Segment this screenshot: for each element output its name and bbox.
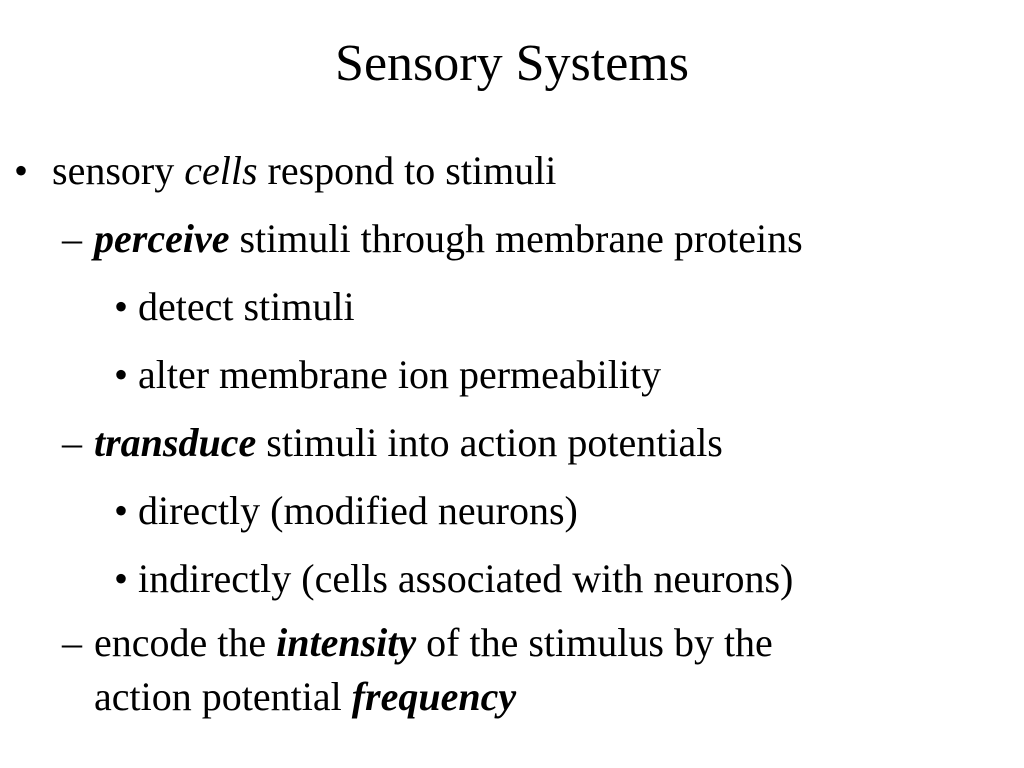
detail-alter-permeability: •alter membrane ion permeability [114, 352, 661, 398]
bullet-marker: • [14, 148, 29, 193]
emphasis-transduce: transduce [94, 420, 257, 465]
bullet-marker: • [114, 556, 129, 601]
subpoint-text: encode the [94, 620, 277, 665]
dash-marker: – [62, 216, 82, 261]
bullet-marker: • [114, 284, 129, 329]
detail-text: indirectly (cells associated with neuron… [138, 556, 794, 601]
subpoint-transduce: –transduce stimuli into action potential… [62, 420, 723, 466]
emphasis-frequency: frequency [351, 674, 517, 719]
bullet-text: sensory [52, 148, 185, 193]
detail-text: directly (modified neurons) [138, 488, 578, 533]
detail-text: alter membrane ion permeability [138, 352, 662, 397]
bullet-marker: • [114, 488, 129, 533]
dash-marker: – [62, 620, 82, 665]
subpoint-encode: –encode the intensity of the stimulus by… [62, 620, 773, 666]
slide-title: Sensory Systems [335, 35, 689, 92]
detail-detect-stimuli: •detect stimuli [114, 284, 355, 330]
subpoint-text: stimuli through membrane proteins [229, 216, 803, 261]
bullet-marker: • [114, 352, 129, 397]
subpoint-text: of the stimulus by the [416, 620, 773, 665]
emphasis-intensity: intensity [276, 620, 417, 665]
dash-marker: – [62, 420, 82, 465]
subpoint-perceive: –perceive stimuli through membrane prote… [62, 216, 803, 262]
bullet-sensory-cells: • sensory cells respond to stimuli [14, 148, 556, 194]
emphasis-cells: cells [184, 148, 258, 193]
subpoint-text: action potential [94, 674, 352, 719]
emphasis-perceive: perceive [94, 216, 230, 261]
subpoint-text: stimuli into action potentials [256, 420, 723, 465]
detail-text: detect stimuli [138, 284, 355, 329]
bullet-text: respond to stimuli [257, 148, 557, 193]
subpoint-encode-continuation: action potential frequency [94, 674, 516, 720]
detail-directly: •directly (modified neurons) [114, 488, 578, 534]
detail-indirectly: •indirectly (cells associated with neuro… [114, 556, 793, 602]
